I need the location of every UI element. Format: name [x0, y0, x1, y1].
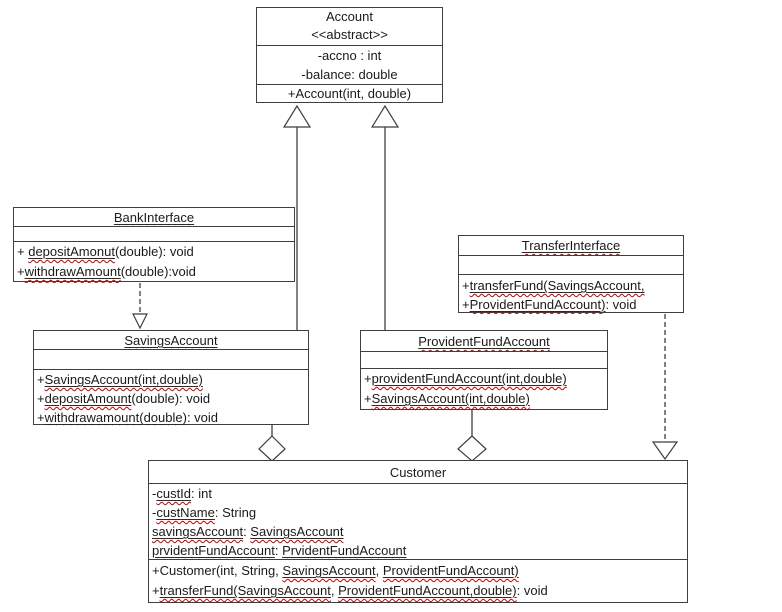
class-box-providentfundaccount: ProvidentFundAccount +providentFundAccou… — [360, 330, 608, 410]
account-attributes-compartment: -accno : int -balance: double — [257, 45, 442, 84]
text-line: -custId: int — [152, 486, 212, 501]
transferinterface-attributes-compartment — [459, 255, 683, 274]
hollow-triangle-arrowhead-icon — [651, 441, 679, 461]
text-line: +SavingsAccount(int,double) — [37, 372, 203, 387]
text-line: BankInterface — [113, 210, 195, 225]
providentfundaccount-methods-compartment: +providentFundAccount(int,double) +Saving… — [361, 368, 607, 411]
class-box-transferinterface: TransferInterface +transferFund(SavingsA… — [458, 235, 684, 313]
text-line: +SavingsAccount(int,double) — [364, 391, 530, 406]
aggregation-customer-provident — [457, 410, 487, 462]
text-line: savingsAccount: SavingsAccount — [152, 524, 344, 539]
bankinterface-attributes-compartment — [14, 226, 294, 241]
text-line: +transferFund(SavingsAccount, — [462, 278, 645, 293]
text-line: +ProvidentFundAccount): void — [462, 297, 637, 312]
hollow-diamond-icon — [258, 435, 286, 462]
text-line: Customer — [389, 465, 447, 480]
savingsaccount-title-compartment: SavingsAccount — [34, 331, 308, 349]
savingsaccount-methods-compartment: +SavingsAccount(int,double) +depositAmoun… — [34, 369, 308, 426]
text-line: +transferFund(SavingsAccount, ProvidentF… — [152, 583, 548, 598]
realization-bankinterface-to-savings — [132, 283, 148, 330]
class-box-customer: Customer -custId: int -custName: String sa… — [148, 460, 688, 603]
customer-methods-compartment: +Customer(int, String, SavingsAccount, P… — [149, 559, 687, 604]
class-box-account: Account <<abstract>> -accno : int -balance… — [256, 7, 443, 103]
generalization-provident-to-account — [370, 104, 400, 330]
text-line: Account — [326, 9, 373, 24]
text-line: -balance: double — [301, 67, 398, 82]
text-line: +depositAmount(double): void — [37, 391, 211, 406]
aggregation-customer-savings — [258, 425, 286, 462]
hollow-triangle-arrowhead-icon — [370, 104, 400, 128]
text-line: +Customer(int, String, SavingsAccount, P… — [152, 563, 519, 578]
text-line: +Account(int, double) — [287, 86, 412, 101]
hollow-triangle-arrowhead-icon — [132, 313, 148, 330]
transferinterface-methods-compartment: +transferFund(SavingsAccount, +ProvidentF… — [459, 274, 683, 314]
bankinterface-methods-compartment: + depositAmonut(double): void +withdrawAm… — [14, 241, 294, 283]
account-methods-compartment: +Account(int, double) — [257, 84, 442, 104]
class-box-savingsaccount: SavingsAccount +SavingsAccount(int,doubl… — [33, 330, 309, 425]
bankinterface-title-compartment: BankInterface — [14, 208, 294, 226]
text-line: -accno : int — [317, 48, 382, 63]
savingsaccount-attributes-compartment — [34, 349, 308, 369]
text-line: + depositAmonut(double): void — [17, 244, 194, 259]
providentfundaccount-title-compartment: ProvidentFundAccount — [361, 331, 607, 351]
customer-attributes-compartment: -custId: int -custName: String savingsAcco… — [149, 483, 687, 559]
text-line: +withdrawamount(double): void — [37, 410, 219, 425]
providentfundaccount-attributes-compartment — [361, 351, 607, 368]
hollow-triangle-arrowhead-icon — [282, 104, 312, 128]
text-line: prvidentFundAccount: PrvidentFundAccount — [152, 543, 407, 558]
account-title-compartment: Account <<abstract>> — [257, 8, 442, 45]
text-line: TransferInterface — [521, 238, 621, 253]
text-line: +withdrawAmount(double):void — [17, 264, 196, 279]
text-line: +providentFundAccount(int,double) — [364, 371, 567, 386]
realization-transferinterface-to-customer — [651, 314, 679, 461]
text-line: <<abstract>> — [311, 27, 388, 42]
text-line: SavingsAccount — [124, 333, 218, 348]
text-line: -custName: String — [152, 505, 257, 520]
class-box-bankinterface: BankInterface + depositAmonut(double): v… — [13, 207, 295, 282]
transferinterface-title-compartment: TransferInterface — [459, 236, 683, 255]
generalization-savings-to-account — [282, 104, 312, 330]
text-line: ProvidentFundAccount — [418, 334, 550, 349]
hollow-diamond-icon — [457, 435, 487, 462]
customer-title-compartment: Customer — [149, 461, 687, 483]
